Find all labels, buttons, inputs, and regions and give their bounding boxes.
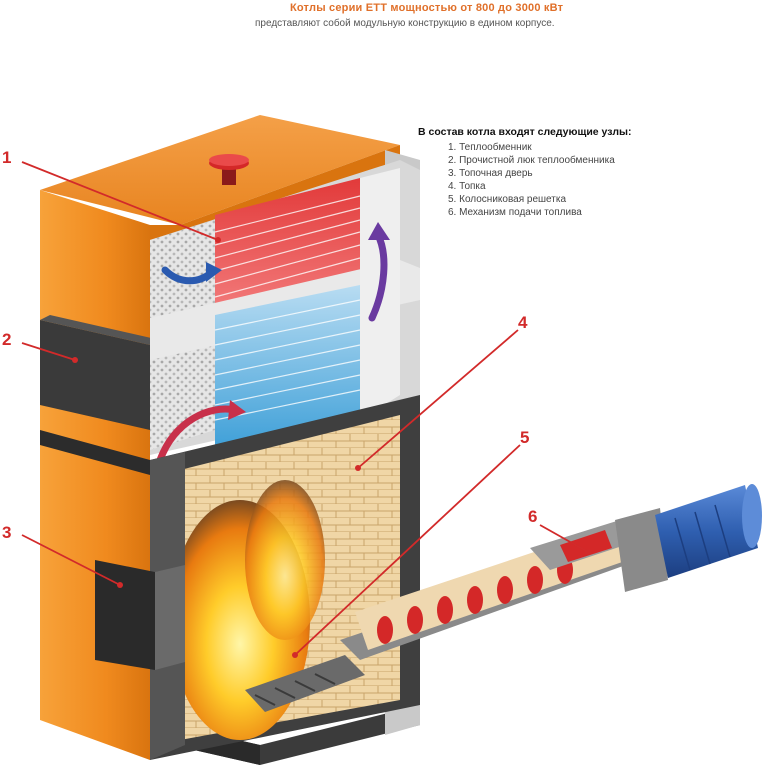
legend-item-furnace-door: 3. Топочная дверь	[448, 168, 533, 179]
callout-4: 4	[518, 313, 528, 332]
legend-item-grate: 5. Колосниковая решетка	[448, 194, 567, 205]
diagram-title: Котлы серии ETT мощностью от 800 до 3000…	[290, 2, 564, 14]
heat-exchanger	[150, 160, 420, 455]
callout-lines	[21, 161, 589, 656]
callout-2: 2	[2, 330, 11, 349]
legend-item-cleaning-hatch: 2. Прочистной люк теплообменника	[448, 155, 615, 166]
fuel-feeder	[340, 508, 668, 660]
cleaning-hatch	[40, 315, 160, 430]
legend-heading: В состав котла входят следующие узлы:	[418, 126, 632, 138]
callout-6: 6	[528, 507, 537, 526]
callout-1: 1	[2, 148, 11, 167]
legend-item-fuel-feeder: 6. Механизм подачи топлива	[448, 207, 582, 218]
legend-item-heat-exchanger: 1. Теплообменник	[448, 142, 532, 153]
callout-5: 5	[520, 428, 529, 447]
legend-item-furnace: 4. Топка	[448, 181, 486, 192]
component-legend: В состав котла входят следующие узлы: 1.…	[418, 126, 748, 219]
diagram-subtitle: представляют собой модульную конструкцию…	[255, 18, 555, 29]
feeder-motor	[655, 484, 762, 578]
callout-dots	[72, 237, 591, 658]
callout-3: 3	[2, 523, 11, 542]
grate	[245, 655, 365, 712]
furnace-door	[95, 560, 185, 670]
top-outlet-icon	[209, 154, 249, 185]
